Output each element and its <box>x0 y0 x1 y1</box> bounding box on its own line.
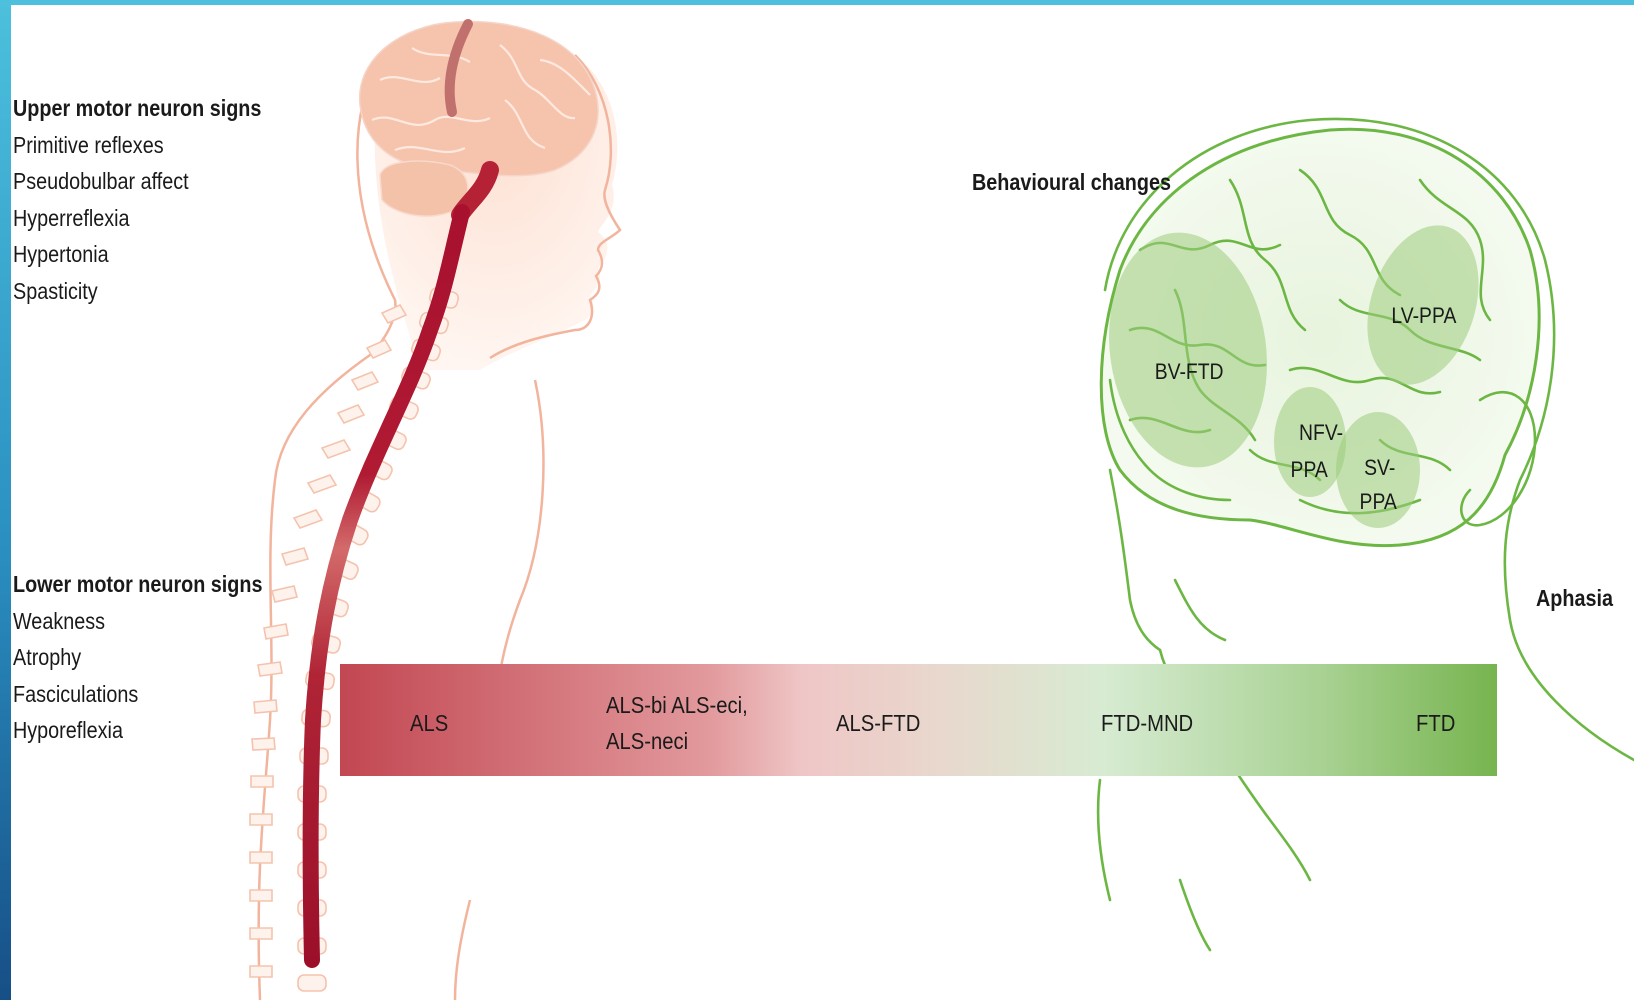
spinal-cord <box>311 212 462 960</box>
green-neck <box>1098 780 1210 950</box>
lvppa-label: LV-PPA <box>1391 301 1456 331</box>
cerebrum <box>360 22 598 176</box>
behavioural-changes-label: Behavioural changes <box>972 164 1171 201</box>
stage-als-bi-line2: ALS-neci <box>606 726 688 757</box>
stage-ftd-mnd: FTD-MND <box>1101 708 1193 739</box>
stage-ftd: FTD <box>1416 708 1455 739</box>
green-nose <box>1175 580 1225 640</box>
svppa-label-line2: PPA <box>1360 487 1397 517</box>
bvftd-label: BV-FTD <box>1155 357 1224 387</box>
human-figure <box>250 22 620 1000</box>
upper-motor-item: Primitive reflexes <box>13 127 261 164</box>
svppa-label-line1: SV- <box>1364 453 1395 483</box>
upper-motor-item: Hypertonia <box>13 236 261 273</box>
upper-motor-item: Pseudobulbar affect <box>13 163 261 200</box>
nfvppa-label-line1: NFV- <box>1299 418 1343 448</box>
upper-motor-heading: Upper motor neuron signs <box>13 90 261 127</box>
aphasia-label: Aphasia <box>1536 580 1613 617</box>
lower-motor-item: Weakness <box>13 603 262 640</box>
lower-motor-list: Lower motor neuron signs Weakness Atroph… <box>13 566 303 749</box>
upper-motor-item: Spasticity <box>13 273 261 310</box>
stage-als: ALS <box>410 708 448 739</box>
lower-motor-heading: Lower motor neuron signs <box>13 566 262 603</box>
upper-motor-item: Hyperreflexia <box>13 200 261 237</box>
lower-motor-item: Hyporeflexia <box>13 712 262 749</box>
upper-motor-list: Upper motor neuron signs Primitive refle… <box>13 90 302 309</box>
stage-als-ftd: ALS-FTD <box>836 708 920 739</box>
stage-als-bi-line1: ALS-bi ALS-eci, <box>606 690 748 721</box>
lower-motor-item: Fasciculations <box>13 676 262 713</box>
lower-motor-item: Atrophy <box>13 639 262 676</box>
nfvppa-label-line2: PPA <box>1291 455 1328 485</box>
